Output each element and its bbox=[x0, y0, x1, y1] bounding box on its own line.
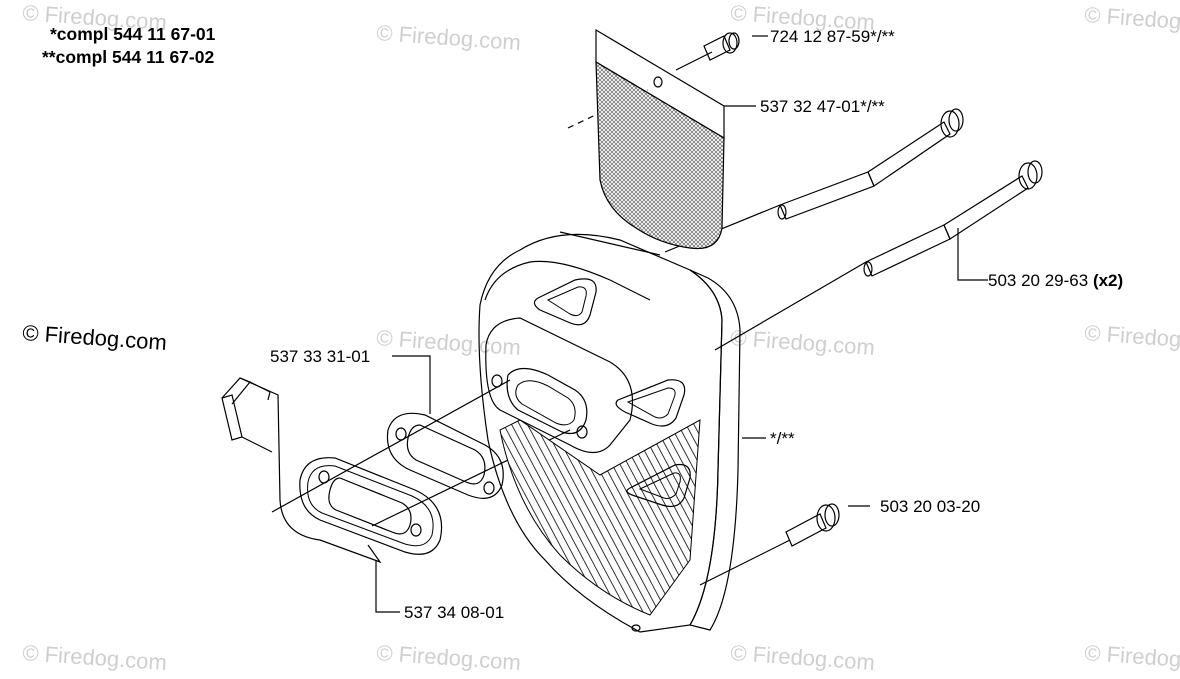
callout-upper-gasket: 537 33 31-01 bbox=[270, 347, 370, 366]
long-bolt-quantity: (x2) bbox=[1093, 271, 1123, 290]
callout-long-bolt: 503 20 29-63 (x2) bbox=[988, 271, 1123, 290]
muffler-body bbox=[478, 231, 741, 633]
callout-lower-screw: 503 20 03-20 bbox=[880, 497, 980, 516]
watermark-text: © Firedog.com bbox=[1084, 320, 1180, 355]
top-screw bbox=[703, 32, 740, 61]
callout-top-screw: 724 12 87-59*/** bbox=[770, 27, 895, 46]
watermark-text: © Firedog.com bbox=[1084, 2, 1180, 37]
watermark-text: © Firedog.com bbox=[1084, 640, 1180, 675]
leader-lines bbox=[375, 35, 988, 613]
firedog-copyright: © Firedog.com bbox=[22, 320, 168, 355]
long-bolt-upper bbox=[777, 108, 964, 220]
lower-gasket bbox=[299, 457, 443, 555]
watermark-text: © Firedog.com bbox=[22, 640, 168, 675]
long-bolt-lower bbox=[863, 160, 1043, 277]
watermark-text: © Firedog.com bbox=[376, 325, 522, 360]
long-bolt-part-number: 503 20 29-63 bbox=[988, 271, 1088, 290]
kit-note-single-star: *compl 544 11 67-01 bbox=[50, 24, 216, 44]
callout-lower-gasket: 537 34 08-01 bbox=[404, 603, 504, 622]
callout-muffler: */** bbox=[770, 429, 795, 448]
watermark-text: © Firedog.com bbox=[376, 640, 522, 675]
upper-gasket bbox=[386, 412, 504, 499]
watermark-text: © Firedog.com bbox=[376, 20, 522, 55]
watermark-text: © Firedog.com bbox=[730, 325, 876, 360]
callout-spark-screen: 537 32 47-01*/** bbox=[760, 97, 885, 116]
heat-shield-bracket bbox=[221, 377, 382, 564]
spark-arrester-screen bbox=[595, 28, 725, 250]
watermark-text: © Firedog.com bbox=[730, 640, 876, 675]
lower-screw bbox=[785, 503, 840, 547]
kit-note-double-star: **compl 544 11 67-02 bbox=[42, 47, 214, 67]
